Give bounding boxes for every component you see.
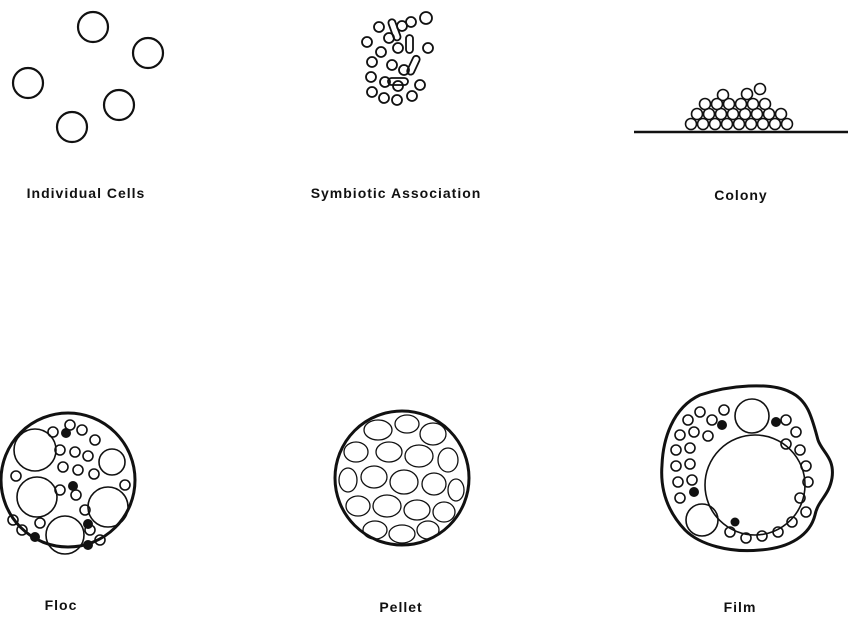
symbiotic-association-label: Symbiotic Association [311, 185, 482, 201]
colony-label: Colony [714, 187, 767, 203]
film-figure [662, 386, 833, 551]
symbiotic-association-figure [362, 12, 433, 105]
floc-label: Floc [45, 597, 78, 613]
individual-cells-figure [13, 12, 163, 142]
colony-figure [634, 84, 848, 133]
pellet-figure [335, 411, 469, 545]
floc-figure [1, 413, 135, 554]
individual-cells-label: Individual Cells [27, 185, 146, 201]
pellet-label: Pellet [379, 599, 422, 615]
film-label: Film [724, 599, 757, 615]
